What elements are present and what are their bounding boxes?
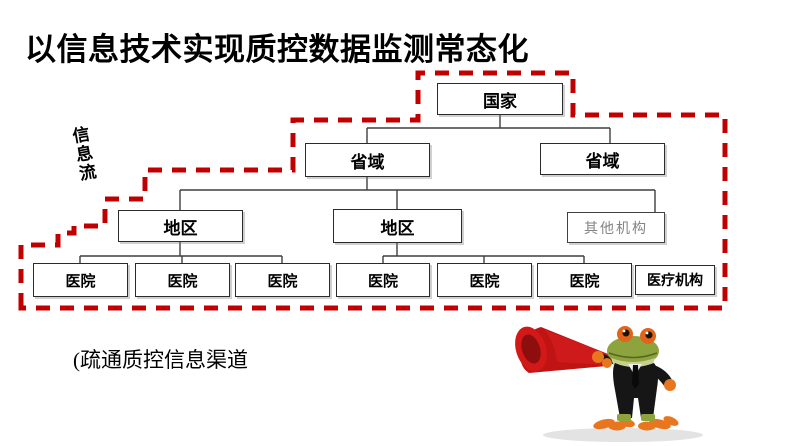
org-node-hospital-6: 医院 bbox=[537, 263, 632, 297]
org-node-province-right: 省域 bbox=[540, 143, 665, 175]
org-node-hospital-1: 医院 bbox=[33, 263, 128, 297]
org-node-medical-institution: 医疗机构 bbox=[635, 265, 715, 295]
frog-with-megaphone-image bbox=[515, 326, 703, 442]
org-node-region-middle: 地区 bbox=[333, 209, 462, 243]
org-node-national: 国家 bbox=[437, 83, 563, 115]
caption-text: (疏通质控信息渠道 bbox=[73, 348, 248, 372]
org-node-hospital-2: 医院 bbox=[135, 263, 230, 297]
org-node-hospital-3: 医院 bbox=[235, 263, 330, 297]
org-node-hospital-4: 医院 bbox=[336, 263, 430, 297]
org-node-other-institutions: 其他机构 bbox=[567, 212, 665, 243]
org-node-province-left: 省域 bbox=[305, 143, 430, 177]
org-node-hospital-5: 医院 bbox=[437, 263, 532, 297]
page-title: 以信息技术实现质控数据监测常态化 bbox=[25, 32, 529, 67]
org-node-region-left: 地区 bbox=[118, 210, 243, 242]
connector-lines bbox=[79, 115, 656, 263]
